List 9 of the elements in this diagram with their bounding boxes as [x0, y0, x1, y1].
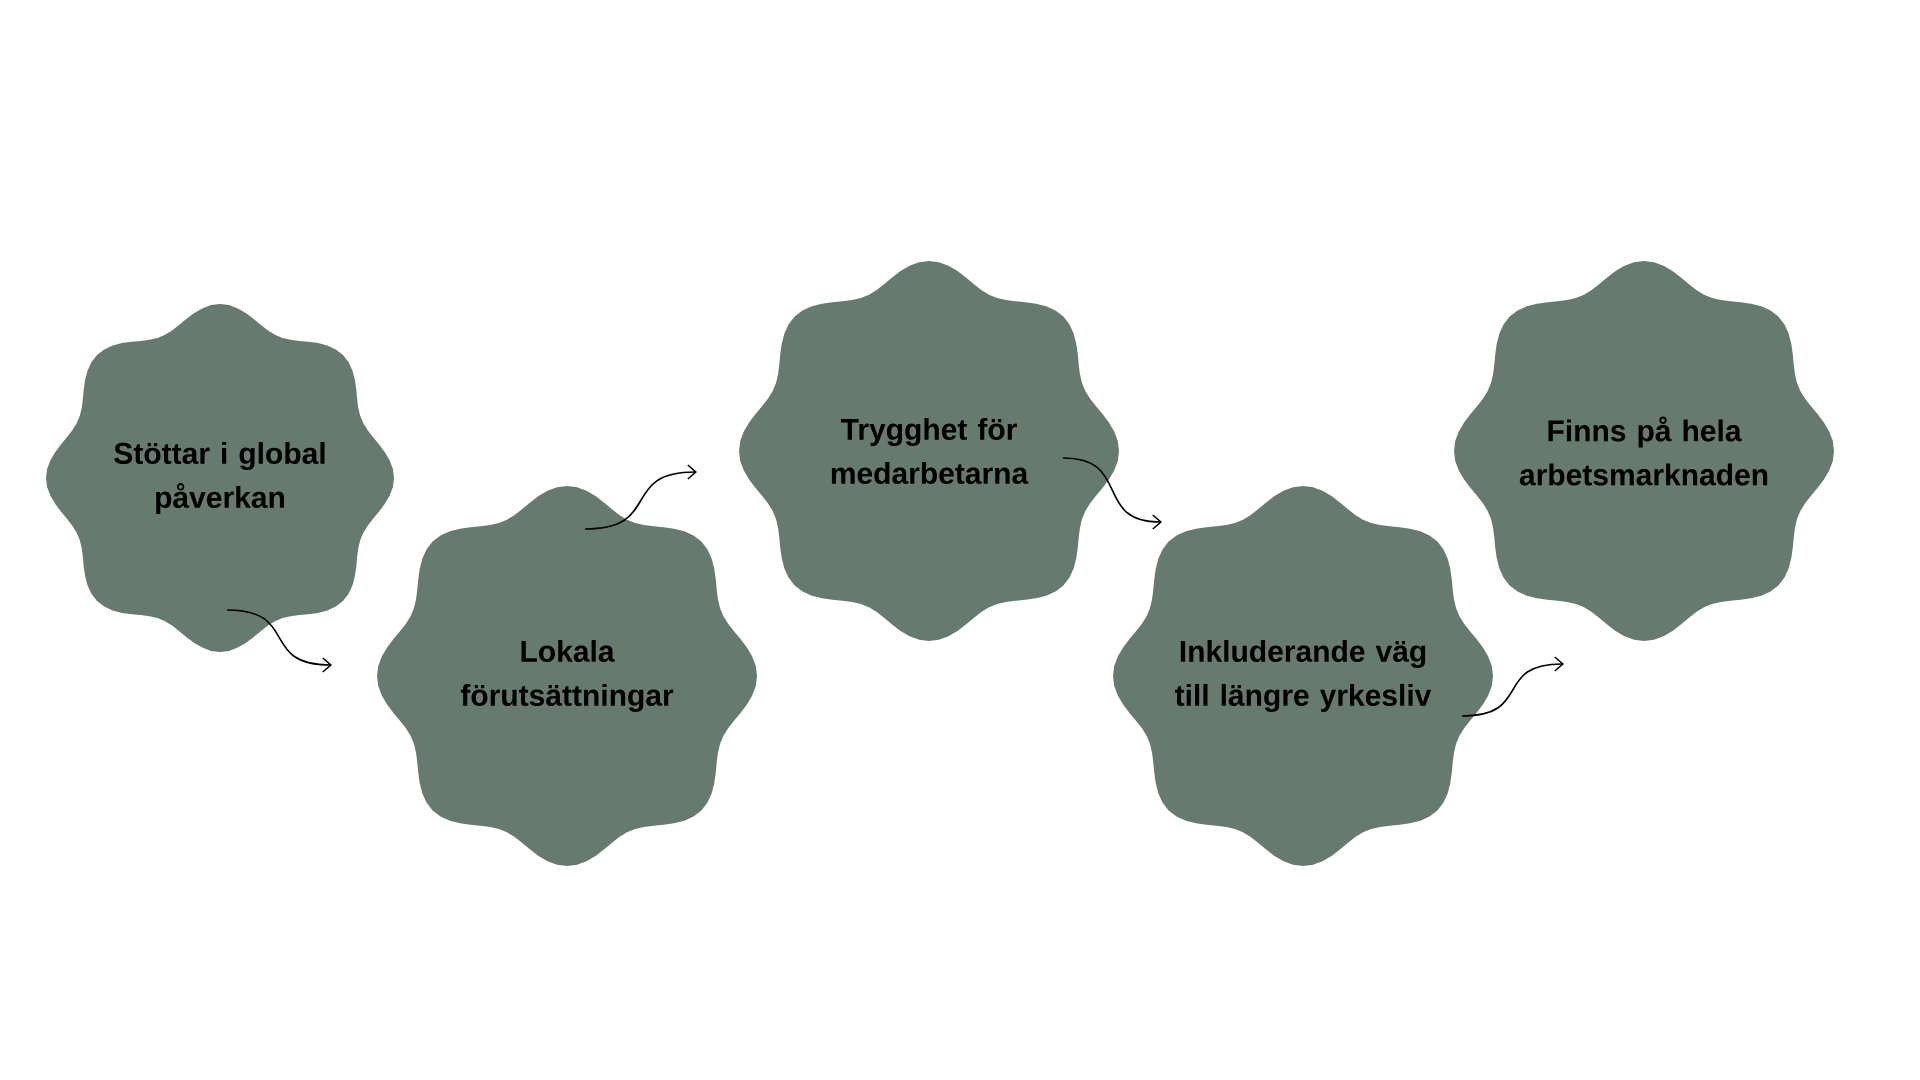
- scalloped-badge: Stöttar i global påverkan: [46, 304, 394, 652]
- scalloped-badge: Trygghet för medarbetarna: [739, 261, 1119, 641]
- scalloped-badge: Finns på hela arbetsmarknaden: [1454, 261, 1834, 641]
- wavy-arrow: [1062, 457, 1162, 530]
- scalloped-badge: Lokala förutsättningar: [377, 486, 757, 866]
- wavy-arrow: [226, 609, 332, 673]
- scalloped-badge: Inkluderande väg till längre yrkesliv: [1113, 486, 1493, 866]
- wavy-arrow: [1461, 656, 1564, 717]
- wavy-arrow: [584, 464, 697, 530]
